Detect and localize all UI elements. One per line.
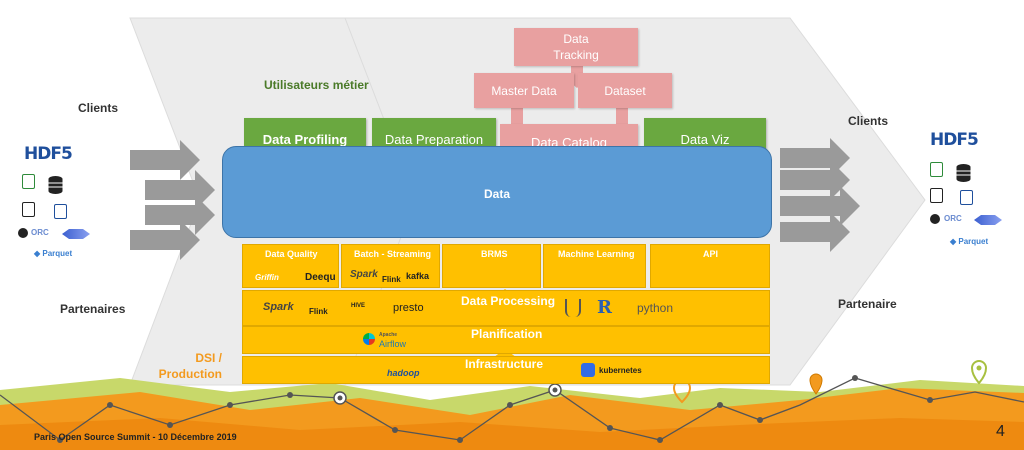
orc-logo-right: ORC	[944, 214, 962, 223]
layer-title: Data Processing	[461, 294, 556, 308]
parquet-label-left: Parquet	[42, 249, 73, 258]
avro-logo-left	[62, 229, 90, 239]
page-number: 4	[996, 423, 1005, 440]
flink-logo: Flink	[309, 307, 328, 316]
document-icon	[22, 202, 35, 217]
master-data-box: Master Data	[474, 73, 574, 108]
airflow-icon	[363, 333, 375, 345]
layer-planification: Planification Apache Airflow	[242, 326, 770, 354]
deequ-logo: Deequ	[305, 272, 336, 283]
module-title: Data Quality	[265, 249, 318, 259]
network-line	[0, 377, 1024, 441]
griffin-logo: Griffin	[255, 273, 279, 282]
module-title: Batch - Streaming	[354, 249, 432, 259]
module-data-quality: Data Quality Griffin Deequ	[242, 244, 339, 288]
database-icon	[956, 164, 971, 182]
parquet-logo-right: ◆ Parquet	[950, 237, 989, 246]
module-machine-learning: Machine Learning	[543, 244, 646, 288]
kubernetes-icon	[581, 363, 595, 377]
module-title: API	[703, 249, 719, 259]
label-clients-left: Clients	[78, 101, 119, 115]
label-clients-right: Clients	[848, 114, 889, 128]
orc-icon	[18, 228, 28, 238]
layer-data-processing: Data Processing Spark Flink HIVE presto …	[242, 290, 770, 326]
airflow-logo: Airflow	[379, 339, 407, 349]
parquet-label-right: Parquet	[958, 237, 989, 246]
csv-file-icon	[22, 174, 35, 189]
layer-title: Infrastructure	[465, 357, 544, 371]
spark-logo: Spark	[263, 301, 294, 313]
label-dsi-line1: DSI /	[195, 351, 222, 365]
map-pin-icon	[970, 360, 988, 385]
parquet-logo-left: ◆ Parquet	[34, 249, 73, 258]
database-icon	[48, 176, 63, 194]
hive-logo: HIVE	[351, 303, 366, 309]
data-tracking-line2: Tracking	[553, 48, 599, 62]
csv-file-icon	[930, 162, 943, 177]
presto-logo: presto	[393, 302, 424, 314]
module-title: Machine Learning	[558, 249, 635, 259]
hdf5-logo-right: HDF5	[930, 130, 979, 150]
label-partenaires-left: Partenaires	[60, 302, 126, 316]
orc-icon	[930, 214, 940, 224]
hadoop-logo: hadoop	[387, 368, 420, 378]
ground-orange-dark	[0, 418, 1024, 450]
layer-infrastructure: Infrastructure hadoop kubernetes	[242, 356, 770, 384]
r-logo: R	[597, 297, 612, 318]
map-pin-icon	[809, 373, 823, 395]
label-partenaire-right: Partenaire	[838, 297, 897, 311]
input-arrows	[130, 140, 215, 260]
python-logo: python	[637, 301, 674, 315]
output-arrows	[780, 138, 860, 252]
label-utilisateurs-metier: Utilisateurs métier	[264, 78, 369, 92]
avro-logo-right	[974, 215, 1002, 225]
footer-text: Paris Open Source Summit - 10 Décembre 2…	[34, 432, 237, 442]
dataset-box: Dataset	[578, 73, 672, 108]
json-file-icon	[960, 190, 973, 205]
spark-logo: Spark	[350, 269, 378, 280]
layer-title: Planification	[471, 327, 543, 341]
airflow-small-logo: Apache	[379, 332, 398, 338]
data-tracking-line1: Data	[563, 32, 589, 46]
orc-logo-left: ORC	[31, 228, 49, 237]
json-file-icon	[54, 204, 67, 219]
module-title: BRMS	[481, 249, 508, 259]
module-api: API	[650, 244, 770, 288]
data-tracking-box: Data Tracking	[514, 28, 638, 66]
flink-logo: Flink	[382, 275, 401, 284]
data-title: Data	[483, 187, 510, 201]
hdf5-logo-left: HDF5	[24, 144, 73, 164]
kafka-logo: kafka	[406, 271, 430, 281]
label-dsi-line2: Production	[158, 367, 222, 381]
ml-tool-icon	[565, 299, 581, 317]
module-batch-streaming: Batch - Streaming Spark Flink kafka	[341, 244, 440, 288]
document-icon	[930, 188, 943, 203]
kubernetes-logo: kubernetes	[599, 366, 642, 375]
label-dsi: DSI / Production	[158, 350, 222, 382]
data-box: Data	[222, 146, 772, 238]
module-brms: BRMS	[442, 244, 541, 288]
